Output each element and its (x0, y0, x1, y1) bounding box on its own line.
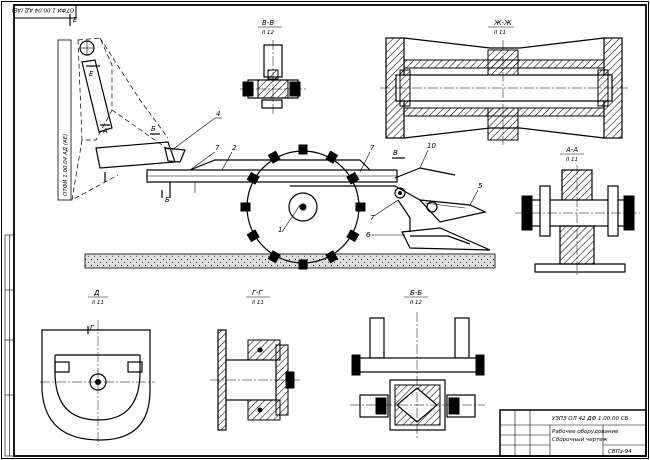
leader-7b: 7 (370, 144, 375, 152)
section-label-bb: Б-Б (410, 289, 422, 297)
section-scale-bb: II 12 (410, 300, 422, 306)
section-zhzh: Ж-Ж II 11 (380, 19, 628, 145)
section-label-vv: В-В (262, 19, 274, 27)
view-d: Д II 11 Г (40, 289, 155, 445)
inner-frame (13, 4, 647, 457)
section-gg: Г-Г II 11 (210, 289, 300, 431)
marker-a-left: А (102, 127, 108, 135)
leader-7c: 7 (370, 214, 375, 222)
section-scale-vv: II 12 (262, 30, 274, 36)
section-scale-d: II 11 (92, 300, 104, 306)
main-assembly-view: 4 7 2 1 7 10 5 7 6 Е Е А (69, 14, 496, 270)
sheet-note: СВПз-94 (608, 449, 632, 455)
section-markers: Е Е А Б Б В (69, 14, 405, 204)
leaders: 4 7 2 1 7 10 5 7 6 (171, 110, 483, 239)
leader-4: 4 (216, 110, 220, 118)
top-left-stamp: ОТФИ 1.00.04 АД (АЕ) (12, 4, 77, 19)
vertical-stamp: ОТФИ 1.00.04 АД (АЕ) (57, 39, 72, 201)
section-label-zhzh: Ж-Ж (493, 19, 512, 27)
stamp-text: ОТФИ 1.00.04 АД (АЕ) (12, 7, 74, 13)
leader-5: 5 (478, 182, 483, 190)
title-line1: Рабочее оборудование (552, 429, 619, 435)
doc-code: УЗПЗ ОЛ 42 ДФ 1.00.00 СБ (552, 416, 629, 422)
section-scale-gg: II 11 (252, 300, 264, 306)
section-label-d: Д (93, 289, 100, 297)
section-label-aa: А-А (565, 146, 578, 154)
leader-7a: 7 (215, 144, 220, 152)
section-scale-zhzh: II 11 (494, 30, 506, 36)
section-bb: Б-Б II 12 (350, 289, 485, 440)
left-margin-strip (4, 234, 14, 457)
marker-e-top: Е (73, 16, 78, 24)
marker-b-bottom: Б (165, 196, 170, 204)
leader-2: 2 (232, 144, 237, 152)
leader-10: 10 (427, 142, 436, 150)
section-scale-aa: II 11 (566, 157, 578, 163)
leader-6: 6 (366, 231, 371, 239)
title-line2: Сборочный чертеж (552, 437, 608, 443)
marker-v-right: В (393, 149, 398, 157)
section-aa: А-А II 11 (515, 146, 640, 275)
marker-e-mid: Е (89, 70, 94, 78)
title-block: УЗПЗ ОЛ 42 ДФ 1.00.00 СБ Рабочее оборудо… (499, 409, 647, 457)
view-vv: В-В II 12 (240, 19, 306, 115)
marker-g: Г (90, 324, 95, 332)
leader-1: 1 (278, 226, 282, 234)
section-label-gg: Г-Г (252, 289, 263, 297)
vertical-stamp-text: ОТФИ 1.00.04 АД (АЕ) (63, 134, 69, 196)
marker-b-top: Б (151, 125, 156, 133)
